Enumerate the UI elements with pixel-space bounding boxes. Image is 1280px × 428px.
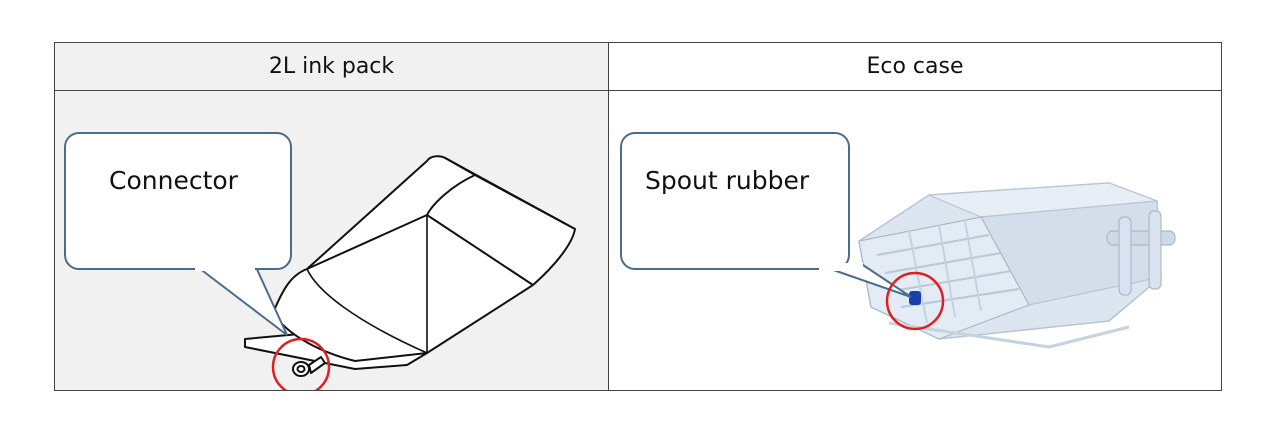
comparison-table: 2L ink pack Eco case [54,42,1222,391]
header-ink-pack: 2L ink pack [55,43,609,91]
spout-rubber-part [909,291,921,305]
cell-eco-case: Spout rubber [609,91,1221,390]
spout-rubber-callout-box [621,133,849,269]
ink-pack-illustration: Connector [55,91,608,390]
ink-pack-drawing [245,156,575,376]
eco-case-photo [859,183,1175,347]
spout-rubber-label: Spout rubber [645,166,810,195]
connector-callout-box [65,133,291,269]
callout-pointer [195,265,287,335]
header-eco-case: Eco case [609,43,1221,91]
cell-ink-pack: Connector [55,91,609,390]
eco-case-illustration: Spout rubber [609,91,1221,390]
connector-label: Connector [109,166,239,195]
